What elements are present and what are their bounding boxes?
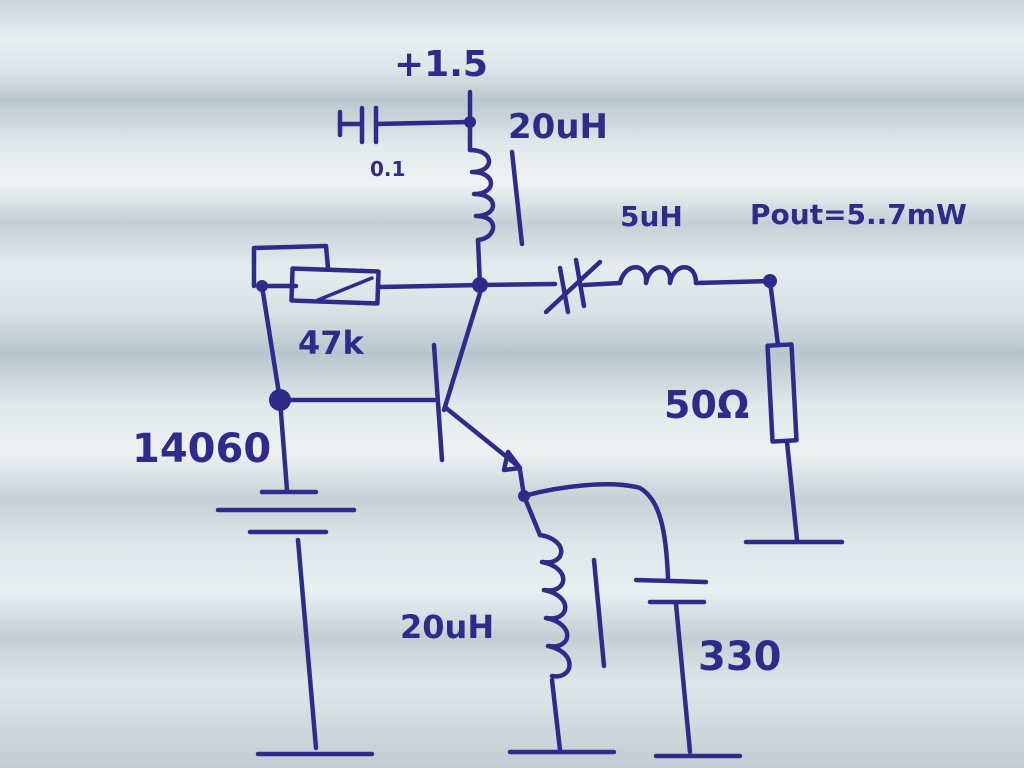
collector-choke: [467, 89, 525, 288]
crystal-frequency-label: 14060: [132, 426, 271, 472]
output-power-label: Pout=5..7mW: [750, 198, 967, 231]
bypass-cap-label: 0.1: [370, 157, 405, 181]
emitter-choke: [507, 467, 617, 755]
feedback-resistor: [251, 243, 483, 306]
emitter-cap-label: 330: [698, 634, 782, 680]
collector-choke-label: 20uH: [508, 107, 608, 147]
bypass-capacitor: [337, 105, 473, 145]
output-network: [477, 257, 773, 315]
base-feed-wire: [259, 283, 283, 403]
emitter-capacitor: [521, 482, 743, 759]
feedback-resistor-label: 47k: [298, 324, 365, 362]
output-inductor-label: 5uH: [620, 200, 683, 233]
supply-voltage-label: +1.5: [394, 44, 488, 85]
crystal-symbol: [215, 397, 375, 757]
load-resistor-label: 50Ω: [664, 383, 749, 427]
emitter-choke-label: 20uH: [400, 608, 494, 646]
transistor: [431, 290, 523, 473]
load-resistor: [743, 278, 845, 545]
